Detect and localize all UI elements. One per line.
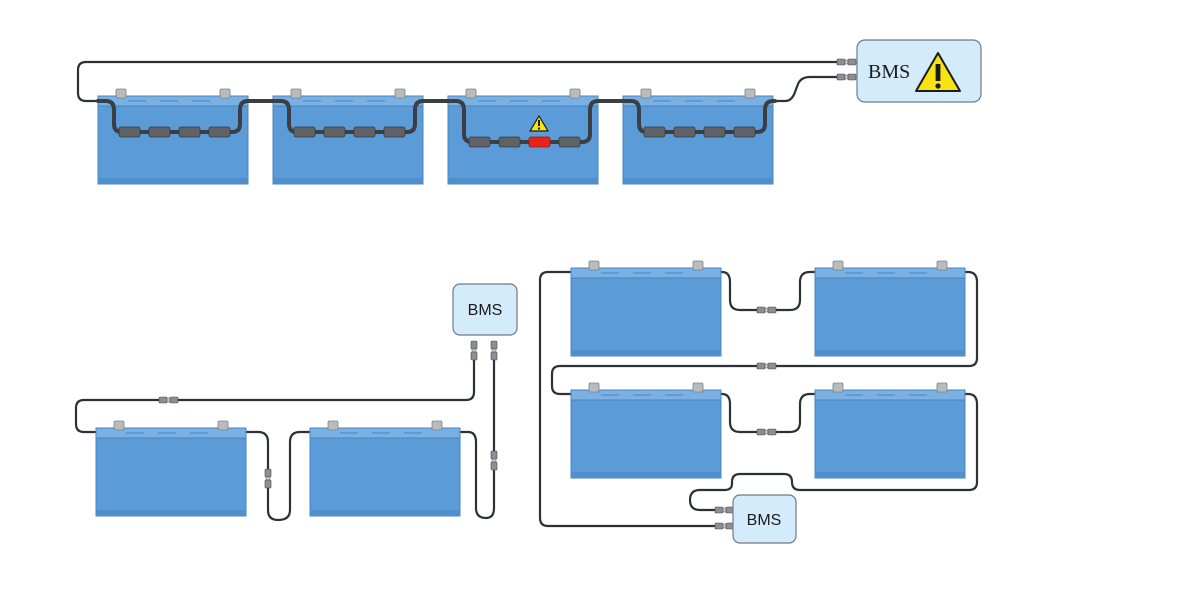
bl-battery-1 <box>95 420 247 517</box>
br-connector-2 <box>756 362 777 370</box>
bl-battery-2 <box>309 420 461 517</box>
bl-connector-5 <box>490 340 498 361</box>
br-connector-1 <box>756 306 777 314</box>
top-series-string: BMS <box>76 39 982 185</box>
br-battery-3 <box>570 382 722 479</box>
top-battery-3 <box>447 88 599 185</box>
bottom-left-string: BMS <box>74 283 518 522</box>
br-battery-1 <box>570 260 722 357</box>
bms-top-connector-b <box>836 73 857 81</box>
top-sense-cable <box>773 75 840 103</box>
br-connector-5 <box>714 522 735 530</box>
bms-right-unit: BMS <box>732 494 797 544</box>
br-battery-2 <box>814 260 966 357</box>
battery-warning-icon <box>529 115 549 132</box>
br-connector-3 <box>756 428 777 436</box>
bms-left-unit: BMS <box>452 283 518 336</box>
br-connector-4 <box>714 506 735 514</box>
bms-top-connector-a <box>836 58 857 66</box>
top-harness-2 <box>271 99 450 138</box>
bms-top-label: BMS <box>868 61 910 83</box>
top-return-cable <box>76 60 840 103</box>
bl-connector-2 <box>264 468 272 489</box>
br-battery-4 <box>814 382 966 479</box>
top-harness-4 <box>621 99 777 138</box>
bl-connector-3 <box>490 450 498 471</box>
bl-connector-4 <box>470 340 478 361</box>
warning-triangle-icon <box>915 52 961 92</box>
top-harness-1 <box>96 99 275 138</box>
bms-left-label: BMS <box>468 302 503 319</box>
top-harness-3 <box>446 99 625 148</box>
bl-connector-1 <box>158 396 179 404</box>
bms-top-unit: BMS <box>856 39 982 103</box>
faulty-cell-fuse <box>528 136 551 148</box>
bottom-right-string: BMS <box>538 260 979 544</box>
bms-right-label: BMS <box>747 512 782 529</box>
